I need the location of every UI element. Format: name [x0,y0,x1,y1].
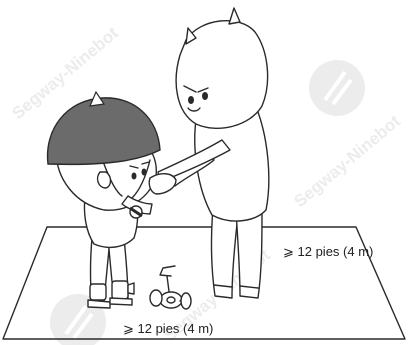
child-character [48,92,176,308]
helmet-icon [48,98,160,165]
distance-label-right: ⩾ 12 pies (4 m) [283,245,373,258]
watermark-text: Segway-Ninebot [290,111,404,211]
watermark-logo-icon [309,60,365,116]
distance-label-bottom: ⩾ 12 pies (4 m) [123,322,213,335]
scooter-icon [150,266,191,309]
adult-character [158,8,269,298]
